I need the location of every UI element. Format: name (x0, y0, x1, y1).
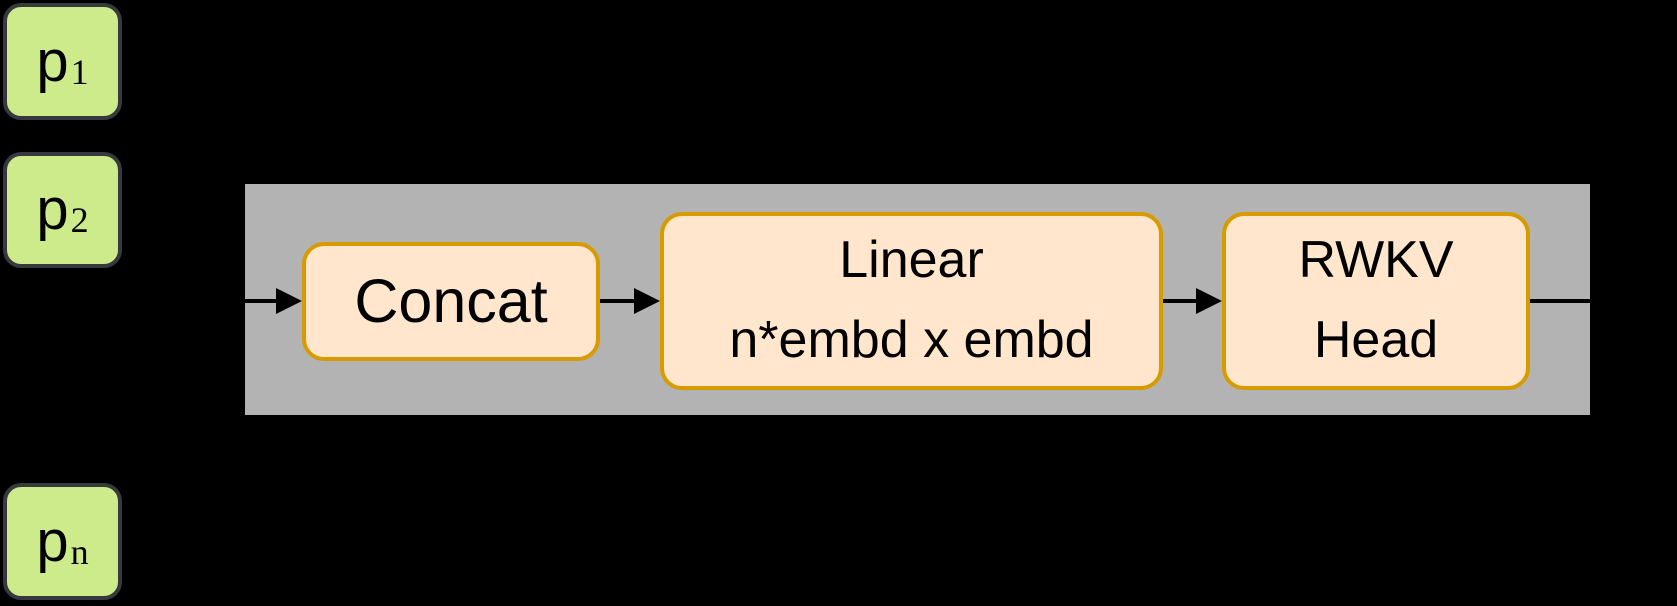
input-p1-subscript: 1 (70, 51, 89, 92)
rwkv-output-line (1530, 299, 1592, 303)
rwkv-label-line1: RWKV (1298, 231, 1454, 290)
arrow-concat-to-linear-line (600, 299, 636, 303)
concat-label: Concat (354, 267, 548, 335)
input-p2-label: p (36, 177, 69, 242)
rwkv-label-line2: Head (1313, 311, 1439, 369)
arrow-inputs-to-concat-head (276, 288, 302, 314)
input-pn-label: p (36, 508, 69, 574)
input-p1-label: p (36, 28, 69, 94)
arrow-linear-to-rwkv-line (1163, 299, 1198, 303)
arrow-inputs-to-concat-line (242, 299, 278, 303)
arrow-concat-to-linear-head (634, 288, 660, 314)
linear-label-line2: n*embd x embd (729, 311, 1094, 369)
arrow-linear-to-rwkv-head (1196, 288, 1222, 314)
input-pn-subscript: n (70, 531, 89, 572)
concat-node: Concat (302, 242, 600, 361)
linear-node: Linear n*embd x embd (660, 212, 1163, 390)
linear-label-line1: Linear (839, 231, 984, 290)
input-p2-subscript: 2 (70, 200, 89, 240)
rwkv-head-node: RWKV Head (1222, 212, 1530, 390)
